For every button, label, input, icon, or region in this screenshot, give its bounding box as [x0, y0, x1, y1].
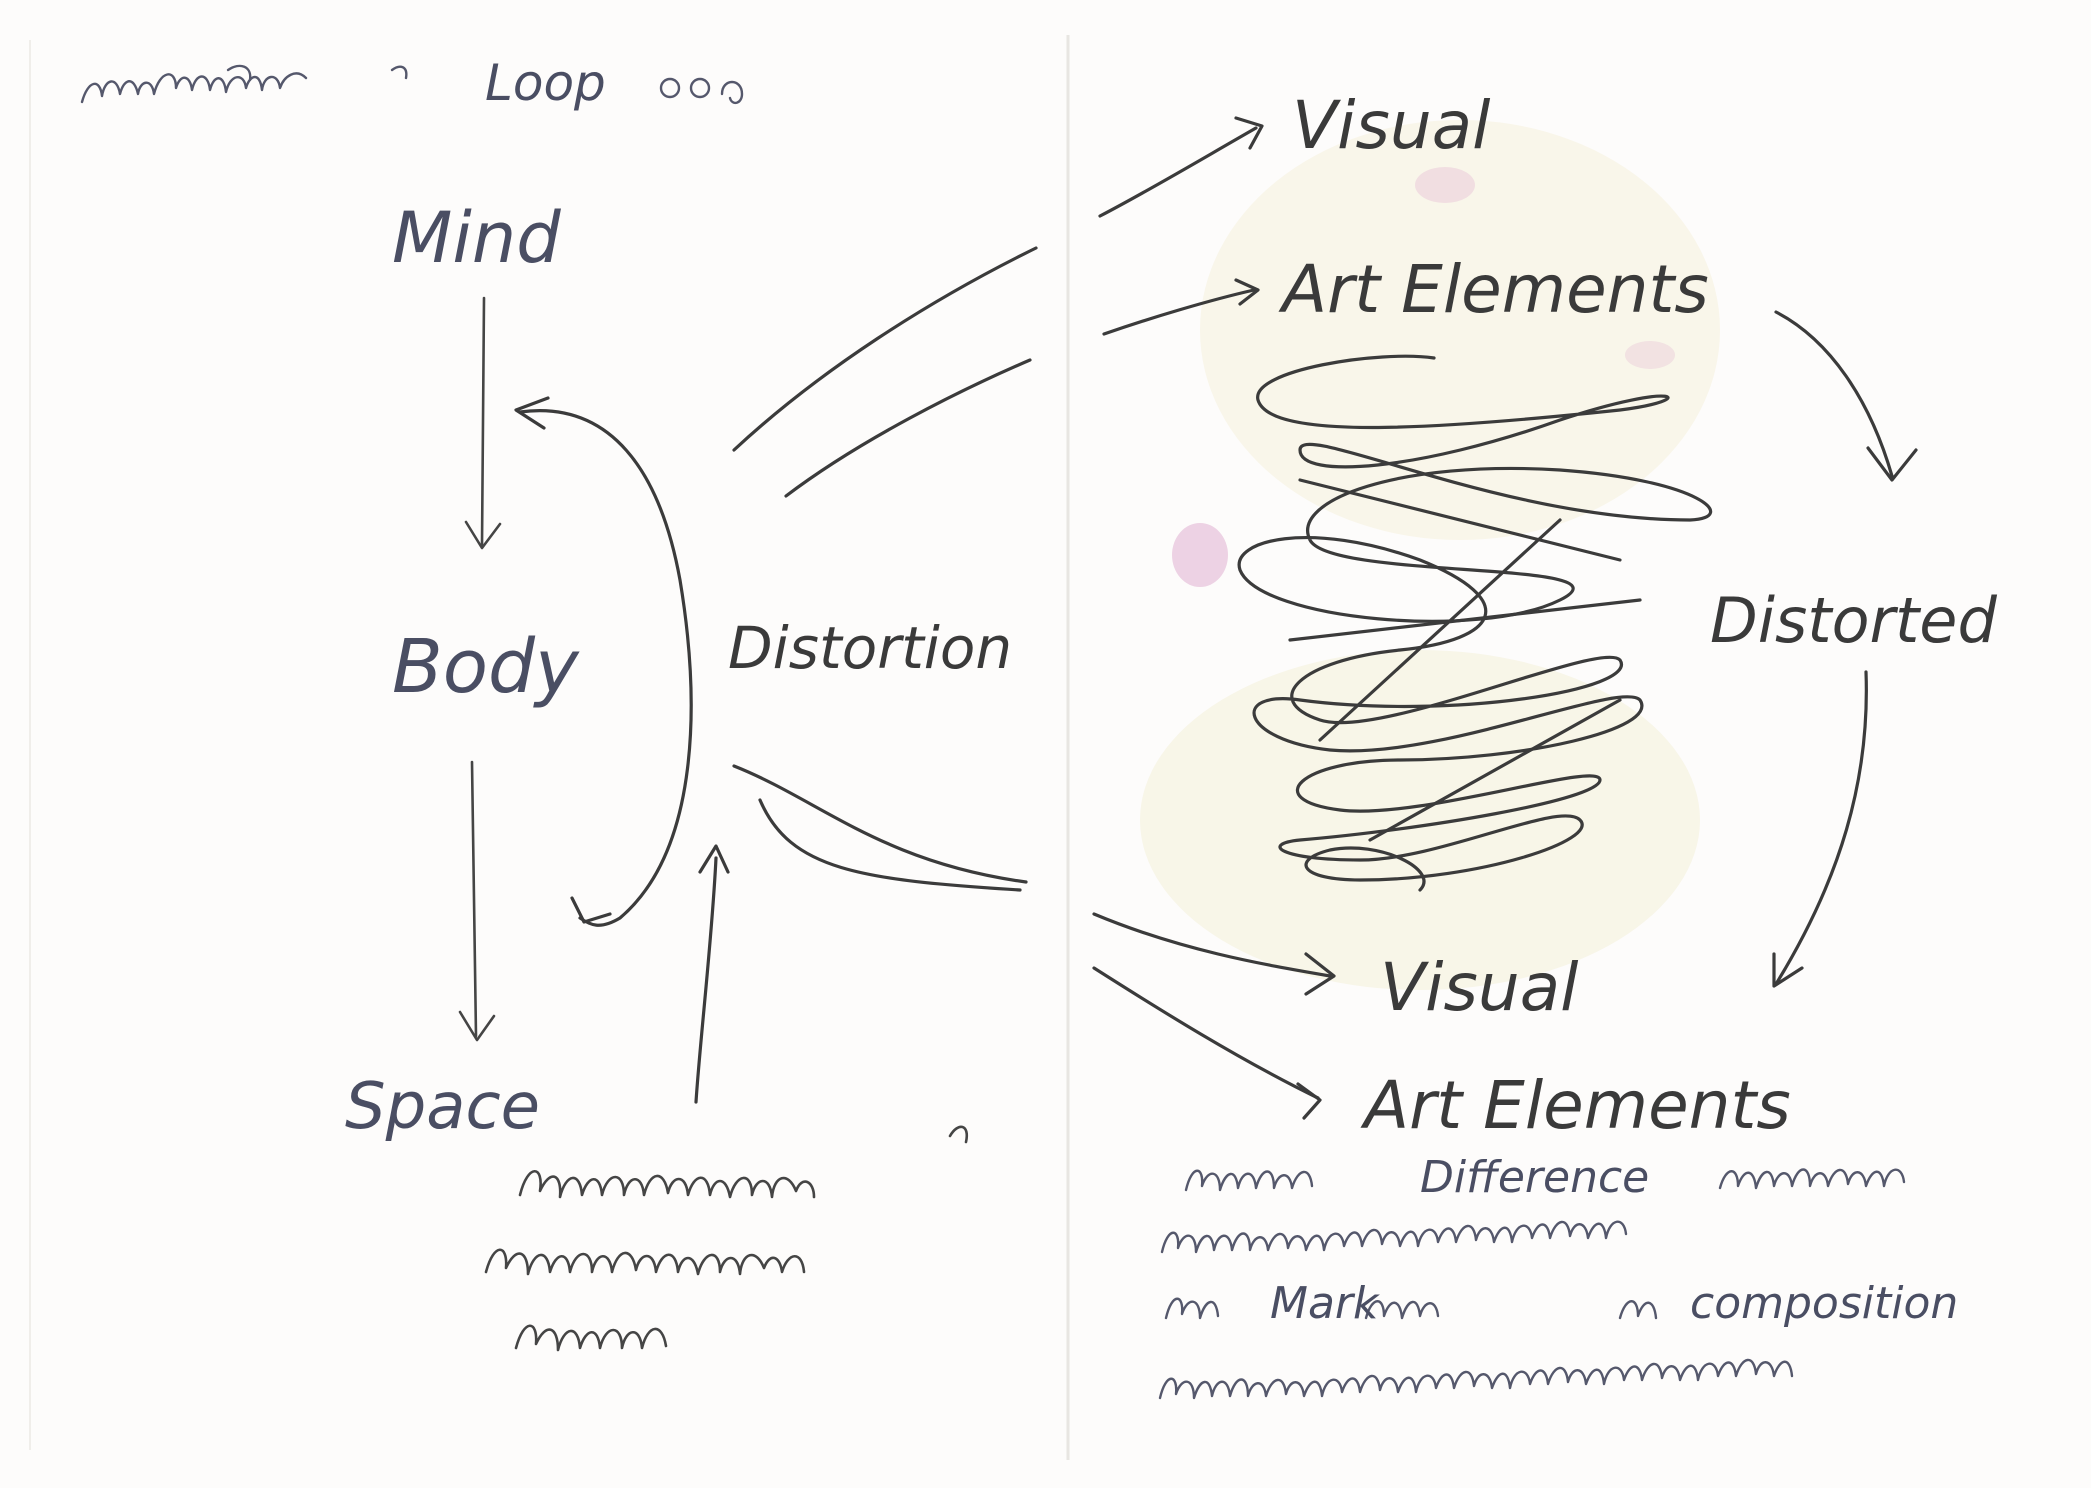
label-distorted: Distorted [1710, 584, 1997, 657]
arrow-mind-to-body [464, 296, 502, 550]
arrow-to-visual-top [1098, 116, 1264, 218]
arrow-body-to-space [458, 760, 496, 1042]
label-mind: Mind [392, 197, 561, 279]
distortion-scribble-cross [1288, 478, 1642, 842]
fan-arrows-lower [732, 764, 1028, 892]
distortion-scribble [1237, 354, 1713, 892]
label-space: Space [345, 1070, 540, 1144]
label-body: Body [392, 624, 580, 710]
thai-note-left [484, 1125, 969, 1352]
arrow-distorted-to-visual-bottom [1772, 670, 1868, 988]
label-visual-top: Visual [1292, 87, 1491, 164]
fan-arrows-upper [732, 246, 1038, 498]
label-art-elements-top: Art Elements [1278, 251, 1709, 328]
curved-loop-arrow [514, 396, 693, 927]
arrow-up-to-distortion [694, 844, 730, 1104]
label-art-elements-bottom: Art Elements [1360, 1067, 1791, 1144]
title-thai-scribble [80, 64, 408, 104]
label-visual-bottom: Visual [1380, 949, 1579, 1026]
title-thai-digits [659, 77, 744, 105]
note-difference: Difference [1420, 1152, 1649, 1203]
note-composition: composition [1690, 1278, 1958, 1329]
arrow-art-elements-to-distorted [1774, 310, 1918, 482]
arrow-to-visual-bottom [1092, 912, 1336, 996]
label-distortion: Distortion [728, 614, 1012, 682]
arrow-to-art-elements-top [1102, 278, 1260, 336]
thai-note-right [1158, 1168, 1906, 1400]
note-mark: Mark [1270, 1278, 1380, 1329]
arrow-to-art-elements-bottom [1092, 966, 1322, 1120]
title-loop-text: Loop [485, 54, 606, 112]
